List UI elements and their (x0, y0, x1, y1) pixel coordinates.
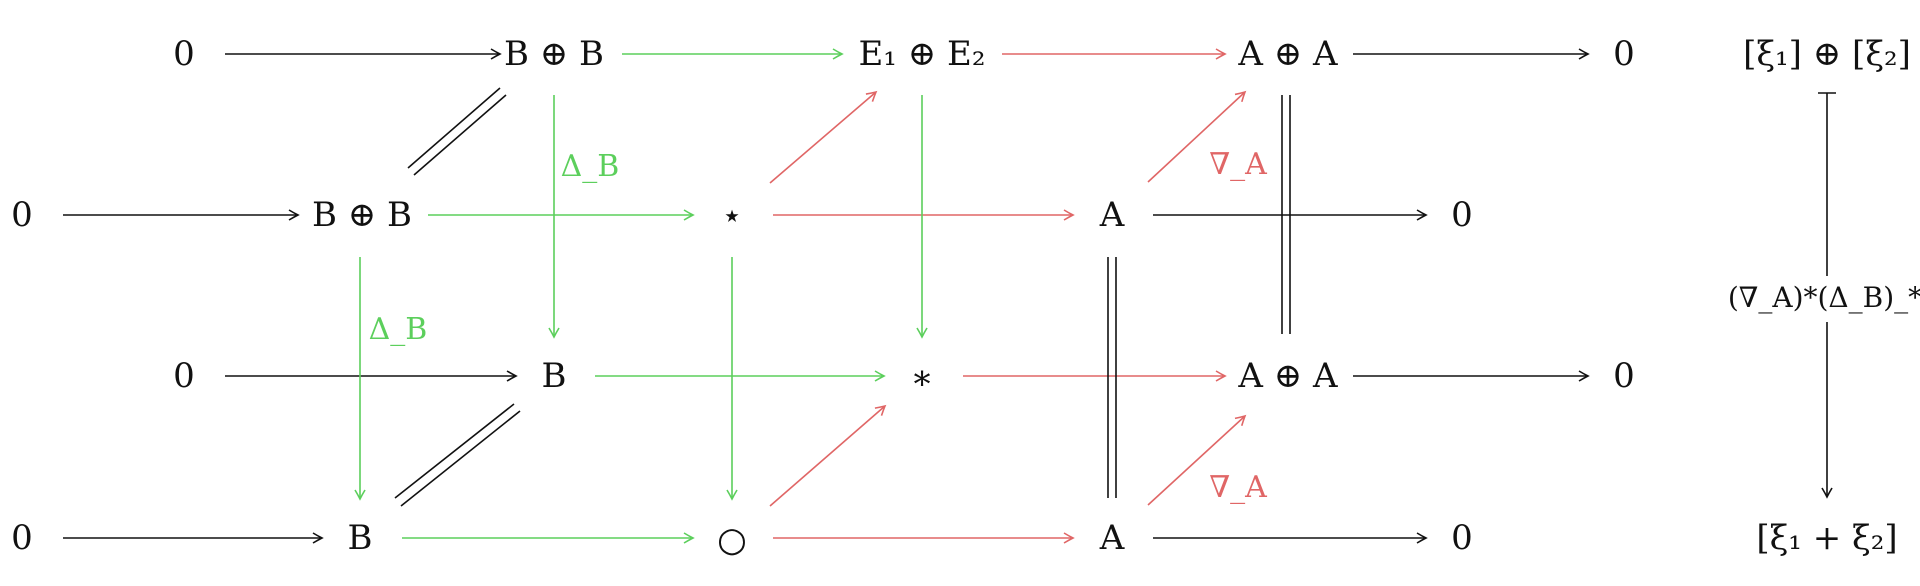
node-top-a-oplus-a: A ⊕ A (1238, 34, 1338, 74)
side-bottom-class-sum: [ξ₁ + ξ₂] (1756, 518, 1898, 558)
label-nabla-a-upper: ∇_A (1209, 147, 1267, 182)
node-low-left-zero: 0 (173, 356, 195, 396)
node-mid-right-zero: 0 (1451, 195, 1473, 235)
label-nabla-a-lower: ∇_A (1209, 470, 1267, 505)
side-top-class-sum: [ξ₁] ⊕ [ξ₂] (1743, 34, 1911, 74)
node-low-a-oplus-a: A ⊕ A (1238, 356, 1338, 396)
node-bot-left-zero: 0 (11, 518, 33, 558)
node-mid-a: A (1099, 195, 1125, 235)
node-low-b: B (541, 356, 567, 396)
equality-mid-a-bot-a (1107, 257, 1117, 498)
label-delta-b-lower: Δ_B (368, 312, 428, 347)
node-asterisk: ∗ (910, 358, 934, 398)
node-star: ⋆ (721, 196, 743, 236)
node-circle: ○ (717, 520, 747, 560)
arrow-circle-to-asterisk (769, 404, 887, 507)
node-bot-right-zero: 0 (1451, 518, 1473, 558)
equality-top-aa-low-aa (1281, 95, 1291, 334)
node-top-left-zero: 0 (173, 34, 195, 74)
label-delta-b-upper: Δ_B (560, 149, 620, 184)
node-top-b-oplus-b: B ⊕ B (503, 34, 605, 74)
node-top-right-zero: 0 (1613, 34, 1635, 74)
arrow-star-to-e (769, 90, 878, 184)
side-map-label: (∇_A)*(Δ_B)_* (1727, 281, 1920, 314)
arrow-bot-a-to-low-aa (1147, 414, 1247, 506)
node-bot-a: A (1099, 518, 1125, 558)
equality-low-b-bot-b (394, 403, 521, 507)
node-mid-b-oplus-b: B ⊕ B (311, 195, 413, 235)
node-top-e1-oplus-e2: E₁ ⊕ E₂ (858, 34, 986, 74)
equality-top-bb-mid-bb (407, 87, 507, 176)
node-mid-left-zero: 0 (11, 195, 33, 235)
node-bot-b: B (347, 518, 373, 558)
node-low-right-zero: 0 (1613, 356, 1635, 396)
arrow-mid-a-to-top-aa (1147, 90, 1247, 183)
